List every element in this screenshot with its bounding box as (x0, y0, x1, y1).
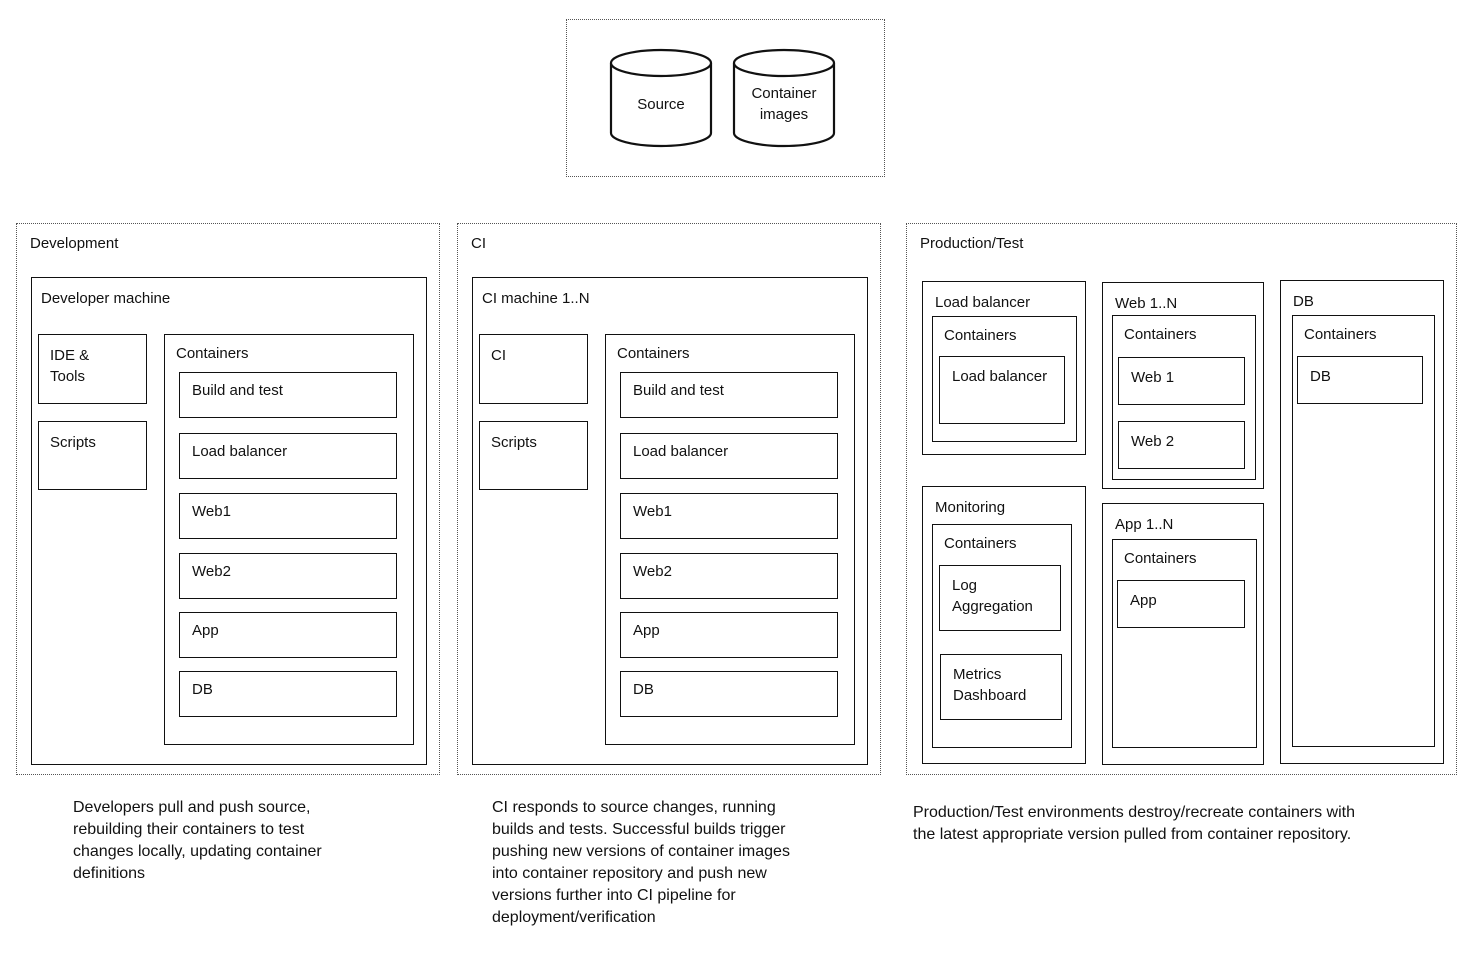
caption-production: Production/Test environments destroy/rec… (913, 804, 1355, 843)
container-item-web2: Web2 (620, 553, 838, 599)
source-cylinder: Source (609, 47, 713, 149)
container-item-load-balancer: Load balancer (939, 356, 1065, 424)
dev-containers-box: Containers Build and test Load balancer … (164, 334, 414, 745)
containers-label: Containers (1304, 326, 1377, 343)
developer-machine-label: Developer machine (41, 290, 171, 307)
container-item-load-balancer: Load balancer (179, 433, 397, 479)
ci-machine-label: CI machine 1..N (482, 290, 590, 307)
container-item-db: DB (1297, 356, 1423, 404)
node-web-1-n: Web 1..N Containers Web 1 Web 2 (1102, 282, 1264, 489)
node-app-1-n: App 1..N Containers App (1102, 503, 1264, 765)
node-label: DB (1293, 293, 1314, 310)
container-images-cylinder: Container images (732, 47, 836, 149)
development-section-label: Development (30, 235, 119, 252)
container-item-metrics-dashboard: Metrics Dashboard (940, 654, 1062, 720)
ci-containers-box: Containers Build and test Load balancer … (605, 334, 855, 745)
container-item-web2: Web2 (179, 553, 397, 599)
ci-section-label: CI (471, 235, 486, 252)
ci-box: CI (479, 334, 588, 404)
container-item-web1: Web1 (620, 493, 838, 539)
container-item-db: DB (179, 671, 397, 717)
container-item-app: App (179, 612, 397, 658)
node-db: DB Containers DB (1280, 280, 1444, 764)
cylinder-shape-icon (732, 48, 836, 148)
containers-label: Containers (944, 535, 1017, 552)
containers-label: Containers (176, 345, 249, 362)
production-test-section: Production/Test Load balancer Containers… (906, 223, 1457, 775)
ci-machine-box: CI machine 1..N CI Scripts Containers Bu… (472, 277, 868, 765)
node-containers-box: Containers Log Aggregation Metrics Dashb… (932, 524, 1072, 748)
ci-section: CI CI machine 1..N CI Scripts Containers… (457, 223, 881, 775)
container-item-build-and-test: Build and test (620, 372, 838, 418)
containers-label: Containers (617, 345, 690, 362)
container-images-cylinder-label: Container images (751, 85, 817, 123)
containers-label: Containers (944, 327, 1017, 344)
scripts-box: Scripts (479, 421, 588, 490)
node-label: Web 1..N (1115, 295, 1178, 312)
node-containers-box: Containers App (1112, 539, 1257, 748)
scripts-box: Scripts (38, 421, 147, 490)
production-test-section-label: Production/Test (920, 235, 1024, 252)
container-item-db: DB (620, 671, 838, 717)
containers-label: Containers (1124, 326, 1197, 343)
container-item-app: App (620, 612, 838, 658)
caption-development: Developers pull and push source, rebuild… (73, 799, 322, 882)
node-load-balancer: Load balancer Containers Load balancer (922, 281, 1086, 455)
ide-tools-box: IDE & Tools (38, 334, 147, 404)
container-item-web-2: Web 2 (1118, 421, 1245, 469)
node-label: Load balancer (935, 294, 1031, 311)
node-containers-box: Containers Load balancer (932, 316, 1077, 442)
container-item-log-aggregation: Log Aggregation (939, 565, 1061, 631)
source-cylinder-label: Source (637, 95, 685, 113)
caption-ci: CI responds to source changes, running b… (492, 799, 790, 926)
node-containers-box: Containers DB (1292, 315, 1435, 747)
container-item-app: App (1117, 580, 1245, 628)
containers-label: Containers (1124, 550, 1197, 567)
node-label: App 1..N (1115, 516, 1174, 533)
repository-box: Source Container images (566, 19, 885, 177)
node-label: Monitoring (935, 499, 1006, 516)
node-monitoring: Monitoring Containers Log Aggregation Me… (922, 486, 1086, 764)
developer-machine-box: Developer machine IDE & Tools Scripts Co… (31, 277, 427, 765)
container-item-load-balancer: Load balancer (620, 433, 838, 479)
node-containers-box: Containers Web 1 Web 2 (1112, 315, 1256, 480)
cylinder-shape-icon (609, 48, 713, 148)
container-item-web-1: Web 1 (1118, 357, 1245, 405)
container-item-build-and-test: Build and test (179, 372, 397, 418)
development-section: Development Developer machine IDE & Tool… (16, 223, 440, 775)
container-item-web1: Web1 (179, 493, 397, 539)
